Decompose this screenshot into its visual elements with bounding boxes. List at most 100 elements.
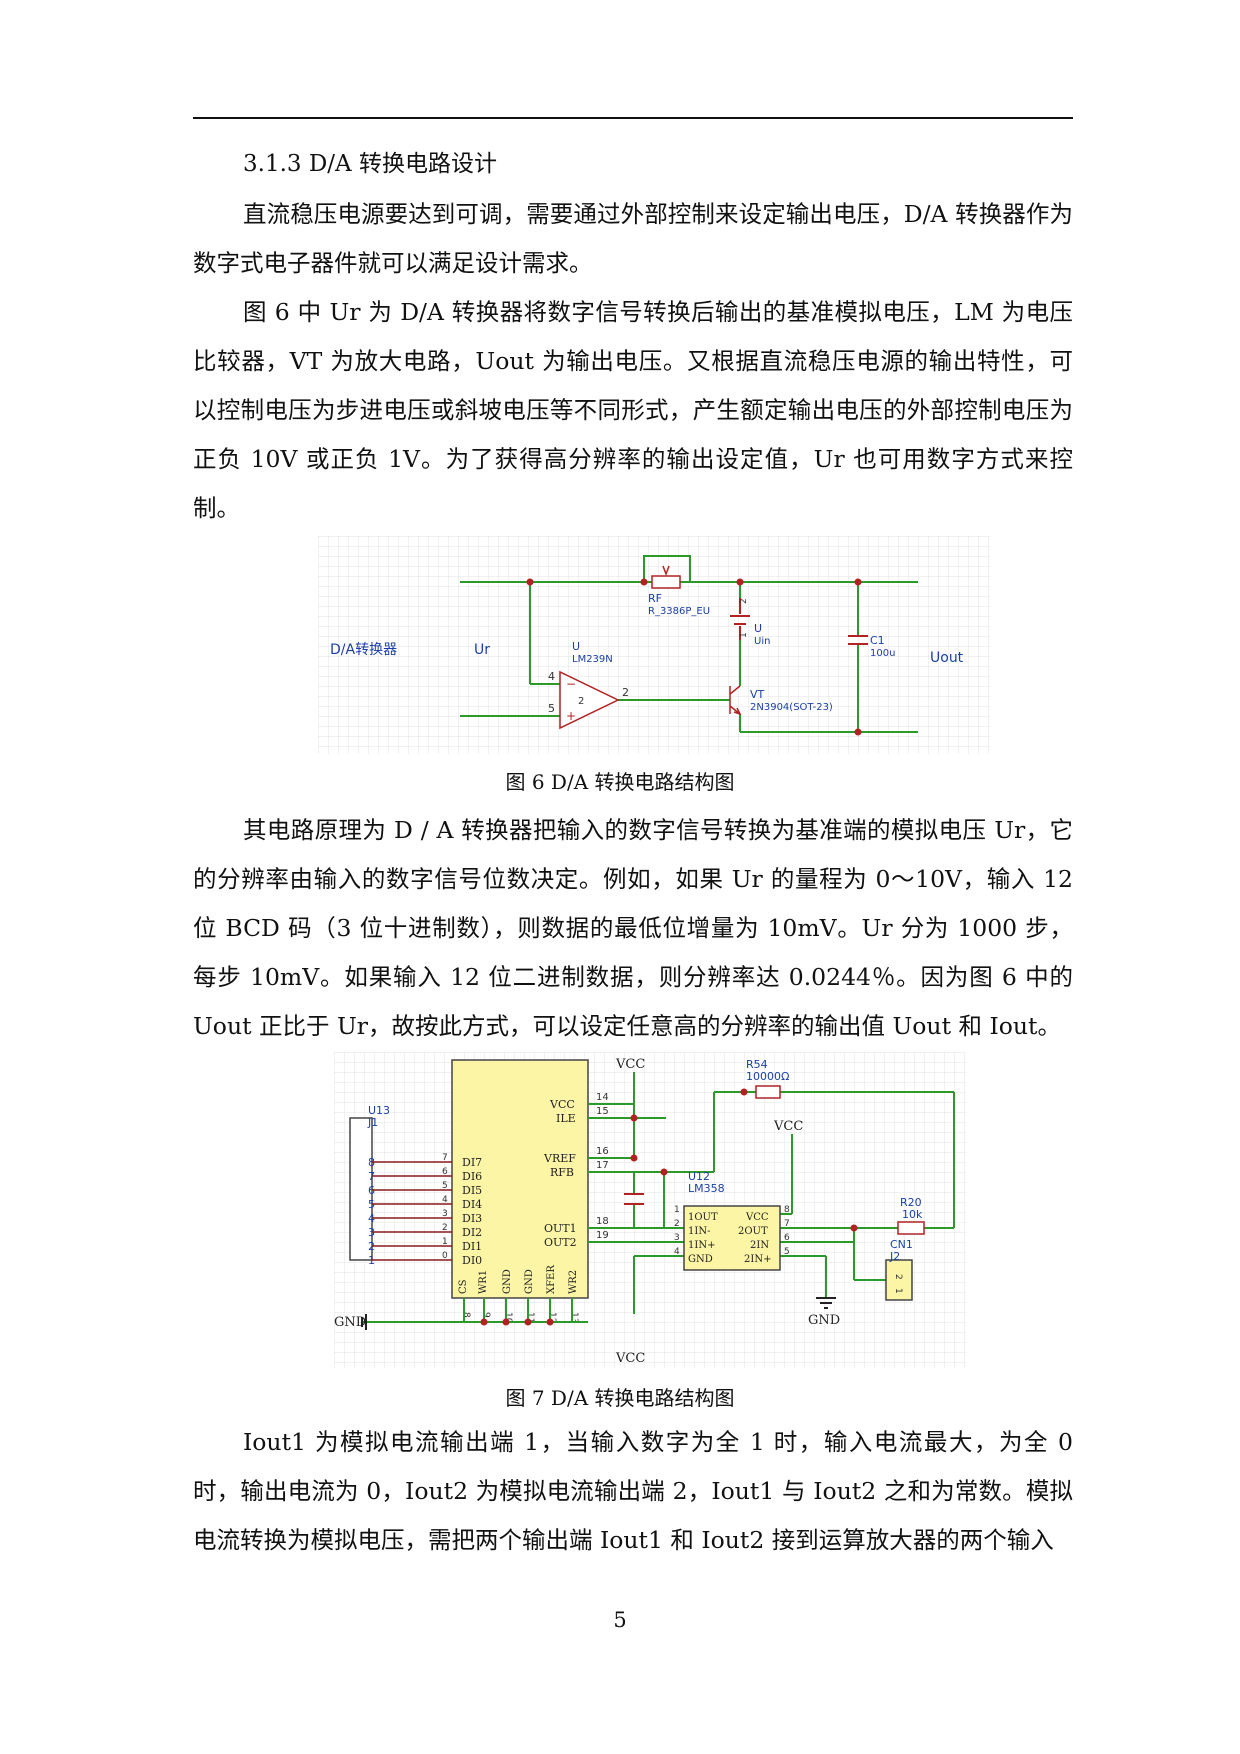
op-2in-plus: 2IN+: [744, 1254, 771, 1265]
dac-right-pin-labels: VCC ILE VREF RFB OUT1 OUT2: [543, 1098, 577, 1249]
junction-dots: [526, 578, 862, 736]
di-pin: 3: [442, 1209, 448, 1219]
di-label: DI0: [462, 1254, 482, 1267]
paragraph-4: Iout1 为模拟电流输出端 1，当输入数字为全 1 时，输入电流最大，为全 0…: [193, 1428, 1073, 1554]
di-pin: 2: [442, 1223, 448, 1233]
junction-dots: [480, 1088, 858, 1326]
vref-pin-label: VREF: [543, 1152, 576, 1165]
bottom-pin: 8: [461, 1312, 471, 1318]
dac-pin-numbers: 14 15 16 17 18 19: [596, 1092, 609, 1241]
pin-18: 18: [596, 1216, 609, 1227]
gnd-pin-label: GND: [502, 1269, 513, 1294]
pin-15: 15: [596, 1106, 609, 1117]
j1-pin: 5: [368, 1198, 375, 1211]
pin-4-label: 4: [548, 670, 555, 683]
lm358-pin-labels: 1OUT 1IN- 1IN+ GND VCC 2OUT 2IN 2IN+: [688, 1212, 771, 1265]
voltage-source: [730, 598, 750, 640]
op-1in-plus: 1IN+: [688, 1240, 715, 1251]
op-1out: 1OUT: [688, 1212, 718, 1223]
cn-pin-1: 1: [893, 1288, 903, 1294]
figure-7-schematic: U13 J1 8 7 6 5 4 3 2 1 7 6 5 4 3 2 1 0 D…: [334, 1052, 966, 1368]
c1-label: C1: [870, 634, 885, 647]
pin-17: 17: [596, 1160, 609, 1171]
wires: [460, 555, 918, 733]
gnd-right-label: GND: [808, 1313, 840, 1328]
figure-7-caption: 图 7 D/A 转换电路结构图: [505, 1386, 735, 1410]
op-pin: 3: [674, 1233, 680, 1243]
svg-text:−: −: [566, 677, 576, 691]
output-pin-label: 2: [622, 686, 629, 699]
di-label: DI5: [462, 1184, 482, 1197]
grid-background: [318, 536, 990, 754]
di-label: DI6: [462, 1170, 482, 1183]
gnd-left-label: GND: [334, 1315, 366, 1330]
wr2-pin-label: WR2: [568, 1270, 579, 1294]
ur-label: Ur: [474, 642, 490, 658]
vcc-top-label: VCC: [615, 1057, 645, 1072]
vcc-mid-label: VCC: [773, 1119, 803, 1134]
comparator-label: U: [572, 640, 580, 653]
di-label: DI4: [462, 1198, 482, 1211]
cn1-label: CN1: [890, 1238, 913, 1251]
pin-19: 19: [596, 1230, 609, 1241]
j1-pin: 7: [368, 1170, 375, 1183]
pin-5-label: 5: [548, 702, 555, 715]
data-bus-wires: [372, 1161, 452, 1261]
lm358-pin-numbers: 1 2 3 4 8 7 6 5: [674, 1205, 790, 1257]
figure-6-caption: 图 6 D/A 转换电路结构图: [505, 770, 735, 794]
source-label: U: [754, 622, 762, 635]
op-pin: 8: [784, 1205, 790, 1215]
di-label: DI3: [462, 1212, 482, 1225]
gnd-left-symbol: [361, 1314, 367, 1330]
r20-label: R20: [900, 1196, 922, 1209]
bottom-pin: 13: [569, 1312, 579, 1323]
gnd-pin2-label: GND: [524, 1269, 535, 1294]
pin-14: 14: [596, 1092, 609, 1103]
di-labels: DI7 DI6 DI5 DI4 DI3 DI2 DI1 DI0: [462, 1156, 482, 1267]
da-converter-label: D/A转换器: [330, 641, 397, 658]
pin-16: 16: [596, 1146, 609, 1157]
vcc-pin-label: VCC: [549, 1098, 575, 1111]
di-pin: 0: [442, 1251, 448, 1261]
bottom-pin: 10: [503, 1312, 513, 1324]
page-number: 5: [613, 1608, 627, 1632]
out1-pin-label: OUT1: [544, 1222, 577, 1235]
op-pin: 5: [784, 1247, 790, 1257]
r20-value: 10k: [902, 1208, 923, 1221]
feedback-capacitor: [624, 1193, 644, 1205]
dac-bottom-pin-numbers: 8 9 10 11 12 13: [461, 1312, 579, 1324]
gnd-right-symbol: [816, 1297, 836, 1309]
capacitor-c1: [848, 635, 868, 645]
j1-pin-numbers: 8 7 6 5 4 3 2 1: [368, 1156, 375, 1267]
di-pin: 1: [442, 1237, 448, 1247]
j1-label: J1: [367, 1116, 378, 1129]
r20-resistor: [897, 1221, 925, 1235]
r54-label: R54: [746, 1058, 768, 1071]
di-label: DI2: [462, 1226, 482, 1239]
dac-bottom-pin-labels: CS WR1 GND GND XFER WR2: [458, 1265, 579, 1294]
di-pin: 4: [442, 1195, 448, 1205]
j1-connector: [349, 1117, 373, 1261]
j1-pin: 1: [368, 1254, 375, 1267]
rf-part-label: R_3386P_EU: [648, 606, 710, 617]
j1-pin: 4: [368, 1212, 375, 1225]
svg-text:+: +: [566, 709, 576, 723]
source-pin-1: 1: [739, 632, 749, 638]
comparator-part: LM239N: [572, 654, 613, 665]
op-pin: 6: [784, 1233, 790, 1243]
lm358-chip: [683, 1205, 781, 1271]
op-gnd: GND: [688, 1254, 713, 1265]
uout-label: Uout: [930, 650, 964, 666]
bottom-pin: 11: [525, 1312, 535, 1323]
section-heading: 3.1.3 D/A 转换电路设计: [243, 151, 497, 177]
u13-label: U13: [368, 1104, 390, 1117]
op-2in-minus: 2IN: [750, 1240, 769, 1251]
rfb-pin-label: RFB: [550, 1166, 574, 1179]
op-2out: 2OUT: [738, 1226, 768, 1237]
source-value: Uin: [754, 636, 770, 647]
dac-chip: [451, 1059, 589, 1299]
vt-part: 2N3904(SOT-23): [750, 702, 833, 713]
j1-pin: 3: [368, 1226, 375, 1239]
cn1-connector: [885, 1259, 913, 1301]
j1-pin: 6: [368, 1184, 375, 1197]
